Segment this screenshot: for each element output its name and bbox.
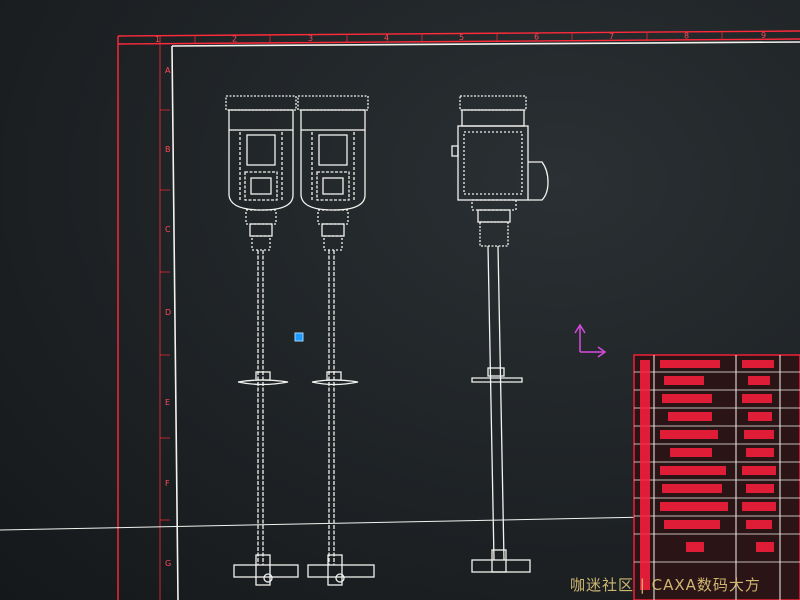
top-ruler-label: 6 [534,33,539,42]
left-ruler-label: F [165,479,170,488]
top-ruler-label: 1 [155,35,160,44]
mixer-front-view-left [225,95,299,586]
left-ruler-label: C [165,225,171,234]
watermark-text: 咖迷社区 | CAXA数码大方 [570,576,761,594]
left-ruler-label: B [165,145,171,154]
title-block-table [633,354,800,600]
left-ruler-label: G [165,559,171,568]
outer-frame [117,30,800,600]
top-ruler-label: 3 [308,34,313,43]
drawing-border [171,41,800,600]
top-ruler-labels: 1 2 3 4 5 6 7 8 9 [155,31,766,44]
top-ruler-label: 2 [232,35,237,44]
left-ruler-labels: A B C D E F G [165,66,171,568]
ucs-axis-icon [574,323,607,358]
mixer-front-view-right [297,95,375,586]
top-ruler-label: 9 [761,31,766,40]
top-ruler-label: 7 [609,32,614,41]
top-ruler-label: 5 [459,33,464,42]
left-ruler-label: D [165,308,171,317]
selection-marker [294,332,304,342]
mixer-side-view [451,95,549,573]
left-ruler [160,109,170,521]
left-ruler-label: A [165,66,171,75]
top-ruler-label: 8 [684,32,689,41]
top-ruler [194,32,723,44]
left-ruler-label: E [165,398,170,407]
top-ruler-label: 4 [384,34,389,43]
